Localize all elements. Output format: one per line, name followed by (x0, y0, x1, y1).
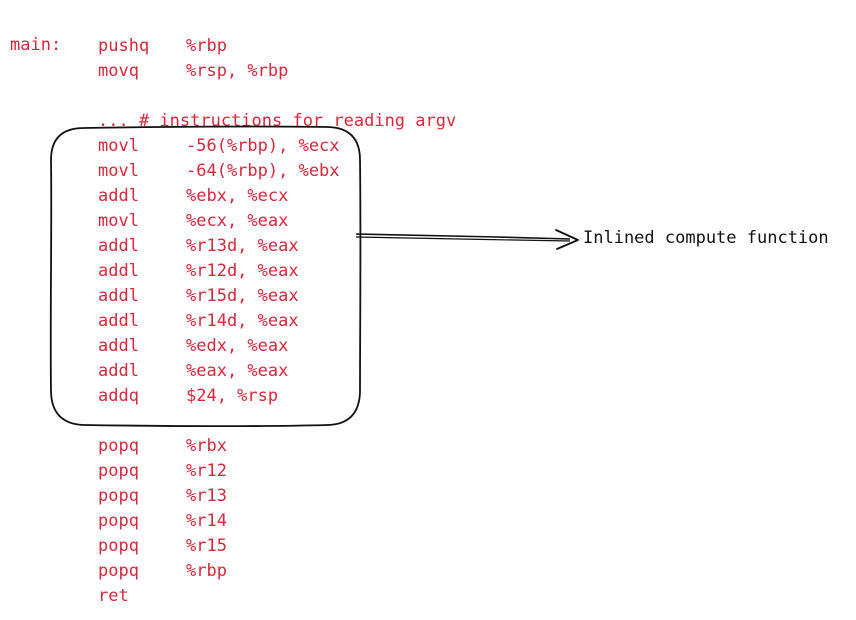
instruction-operands: %rbp (186, 36, 227, 56)
instruction-operands: %r12d, %eax (186, 261, 299, 281)
instruction-mnemonic: ret (98, 586, 129, 606)
instruction-operands: %r15d, %eax (186, 286, 299, 306)
instruction-operands: %r13 (186, 486, 227, 506)
instruction-mnemonic: movl (98, 136, 139, 156)
instruction-mnemonic: popq (98, 436, 139, 456)
instruction-mnemonic: popq (98, 486, 139, 506)
instruction-operands: %r14 (186, 511, 227, 531)
instruction-mnemonic: addq (98, 386, 139, 406)
instruction-operands: %r14d, %eax (186, 311, 299, 331)
inlined-region-box (49, 125, 362, 428)
instruction-operands: $24, %rsp (186, 386, 279, 406)
instruction-mnemonic: movl (98, 161, 139, 181)
instruction-mnemonic: addl (98, 311, 139, 331)
instruction-mnemonic: popq (98, 536, 139, 556)
instruction-operands: -56(%rbp), %ecx (186, 136, 340, 156)
instruction-mnemonic: popq (98, 461, 139, 481)
instruction-mnemonic: addl (98, 186, 139, 206)
instruction-operands: %r12 (186, 461, 227, 481)
instruction-operands: %rsp, %rbp (186, 61, 289, 81)
instruction-operands: %r15 (186, 536, 227, 556)
instruction-mnemonic: addl (98, 361, 139, 381)
function-label: main: (10, 35, 62, 55)
instruction-operands: %ebx, %ecx (186, 186, 289, 206)
instruction-operands: %rbx (186, 436, 227, 456)
instruction-operands: %ecx, %eax (186, 211, 289, 231)
instruction-mnemonic: popq (98, 511, 139, 531)
code-label-line: main: (0, 8, 61, 55)
instruction-operands: -64(%rbp), %ebx (186, 161, 340, 181)
callout-arrow-line-double (355, 236, 571, 242)
instruction-mnemonic: addl (98, 286, 139, 306)
callout-arrow-line (355, 233, 571, 240)
instruction-mnemonic: addl (98, 261, 139, 281)
instruction-operands: %edx, %eax (186, 336, 289, 356)
instruction-operands: %eax, %eax (186, 361, 289, 381)
instruction-mnemonic: popq (98, 561, 139, 581)
inlined-function-annotation: Inlined compute function (583, 228, 829, 248)
instruction-mnemonic: addl (98, 236, 139, 256)
instruction-mnemonic: pushq (98, 36, 150, 56)
instruction-mnemonic: movl (98, 211, 139, 231)
instruction-operands: %rbp (186, 561, 227, 581)
instruction-mnemonic: addl (98, 336, 139, 356)
instruction-operands: %r13d, %eax (186, 236, 299, 256)
instruction-mnemonic: movq (98, 61, 139, 81)
arrow-head-icon (555, 229, 579, 250)
